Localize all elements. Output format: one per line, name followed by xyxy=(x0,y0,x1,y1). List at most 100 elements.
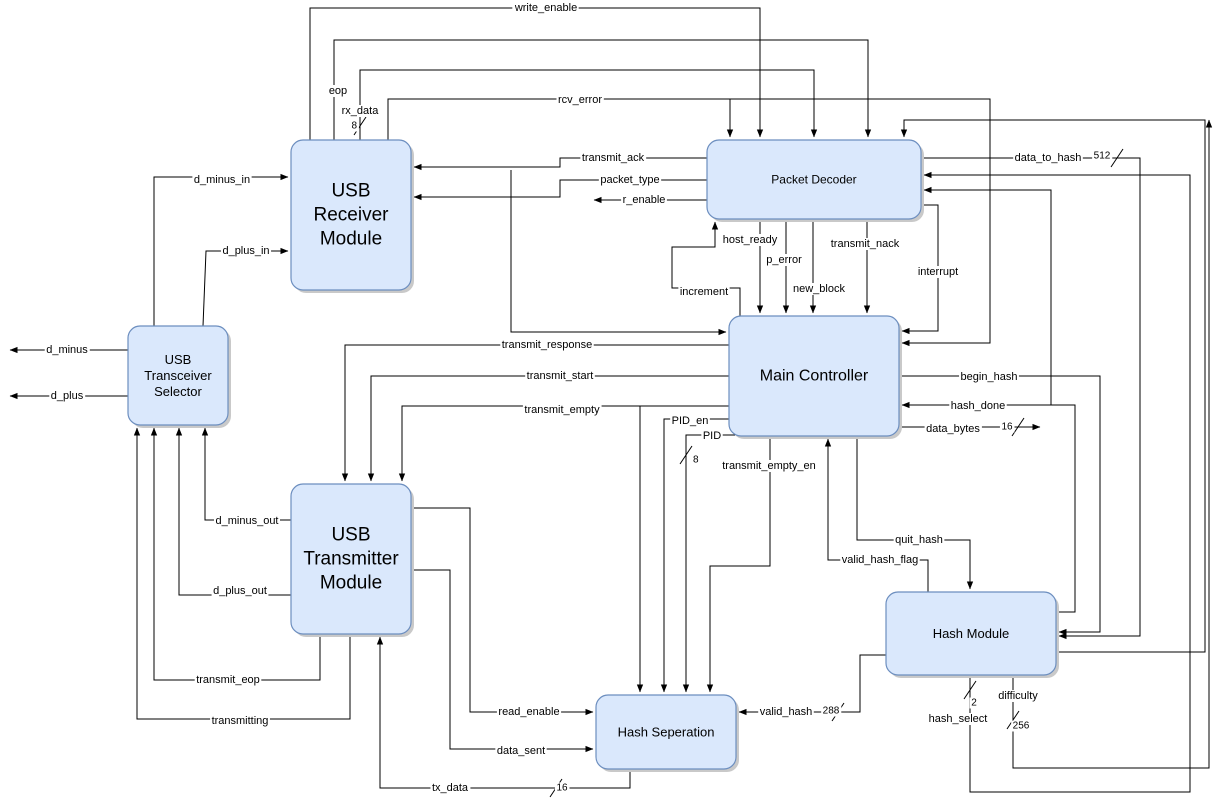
host-ready-label-text: host_ready xyxy=(723,234,778,246)
tx-data-label-text: tx_data xyxy=(432,782,469,794)
hash-separation-box xyxy=(595,694,737,770)
p-error-label-text: p_error xyxy=(766,254,802,266)
main-controller-title-line: Main Controller xyxy=(760,368,869,385)
pid-label-text: PID xyxy=(703,430,721,442)
transmit-empty-en-signal-line xyxy=(706,436,771,693)
usb-transceiver-selector-title-line: Transceiver xyxy=(144,368,212,383)
new-block-label-text: new_block xyxy=(793,283,845,295)
usb-transceiver-selector-title-line: Selector xyxy=(154,384,202,399)
hash-select-bus-slash xyxy=(963,680,977,700)
transmit-ack-branch-signal-line xyxy=(510,170,727,336)
transmit-ack-label: transmit_ack xyxy=(580,152,647,164)
transmit-empty-en-label: transmit_empty_en xyxy=(720,460,818,472)
begin-hash-label-text: begin_hash xyxy=(961,371,1018,383)
difficulty-bus-slash xyxy=(1006,710,1020,730)
rcv-error-signal-line xyxy=(387,98,991,347)
packet-type-label-text: packet_type xyxy=(600,174,659,186)
transmit-ack-signal-line xyxy=(413,157,707,171)
data-bytes-bus-width-label: 16 xyxy=(999,421,1015,433)
r-enable-label-text: r_enable xyxy=(623,194,666,206)
tx-data-bus-width-label: 16 xyxy=(554,782,570,794)
hash-done-branch-signal-line xyxy=(923,186,1052,405)
main-controller-box xyxy=(728,315,900,437)
pid-bus-slash xyxy=(679,445,693,465)
d-plus-in-label: d_plus_in xyxy=(220,245,272,257)
data-bytes-bus-width-label-text: 16 xyxy=(1001,422,1013,433)
data-to-hash-bus-width-label: 512 xyxy=(1092,150,1113,162)
usb-receiver-module-title-line: Receiver xyxy=(314,205,390,226)
rcv-error-label: rcv_error xyxy=(556,94,604,106)
hash-select-signal-line xyxy=(923,171,1191,793)
pid-bus-width-label: 8 xyxy=(691,454,701,466)
hash-module-to-decoder-signal-line xyxy=(900,119,1206,653)
d-minus-label: d_minus xyxy=(44,344,90,356)
hash-module-title-line: Hash Module xyxy=(933,626,1010,641)
hash-select-bus-width-label: 2 xyxy=(969,697,979,709)
transmit-empty-label-text: transmit_empty xyxy=(524,404,600,416)
rx-data-label-text: rx_data xyxy=(342,105,380,117)
packet-type-label: packet_type xyxy=(598,174,662,186)
increment-signal-line xyxy=(671,221,741,316)
transmit-empty-signal-line xyxy=(398,405,729,482)
usb-transmitter-module-title-line: USB xyxy=(331,525,370,546)
transmit-response-label: transmit_response xyxy=(500,339,594,351)
read-enable-label-text: read_enable xyxy=(498,706,559,718)
transmit-response-signal-line xyxy=(341,344,729,482)
rx-data-bus-slash xyxy=(353,116,367,136)
d-minus-in-label: d_minus_in xyxy=(192,174,252,186)
d-plus-out-signal-line xyxy=(175,427,291,596)
transmit-empty-en-label-text: transmit_empty_en xyxy=(722,460,816,472)
d-minus-label-text: d_minus xyxy=(46,344,88,356)
data-to-hash-label: data_to_hash xyxy=(1013,152,1083,164)
difficulty-label-text: difficulty xyxy=(998,690,1038,702)
usb-transmitter-module-title-line: Module xyxy=(320,573,382,594)
packet-decoder-box xyxy=(706,139,922,220)
hash-module-box xyxy=(885,591,1057,676)
d-plus-label-text: d_plus xyxy=(51,390,84,402)
valid-hash-flag-label: valid_hash_flag xyxy=(840,554,920,566)
quit-hash-signal-line xyxy=(856,436,974,590)
host-ready-label: host_ready xyxy=(721,234,780,246)
valid-hash-signal-line xyxy=(738,654,886,716)
data-to-hash-bus-width-label-text: 512 xyxy=(1094,151,1111,162)
data-bytes-label: data_bytes xyxy=(924,423,982,435)
write-enable-label-text: write_enable xyxy=(514,2,577,14)
new-block-label: new_block xyxy=(791,283,847,295)
tx-data-label: tx_data xyxy=(430,782,471,794)
interrupt-label: interrupt xyxy=(916,266,960,278)
r-enable-label: r_enable xyxy=(621,194,667,206)
p-error-label: p_error xyxy=(764,254,804,266)
d-plus-in-signal-line xyxy=(202,247,289,327)
data-bytes-label-text: data_bytes xyxy=(926,423,980,435)
usb-transmitter-module-box xyxy=(290,483,412,635)
difficulty-bus-width-label-text: 256 xyxy=(1013,721,1030,732)
transmit-empty-label: transmit_empty xyxy=(522,404,602,416)
transmitting-label: transmitting xyxy=(210,715,270,727)
hash-separation: Hash Seperation xyxy=(595,694,739,772)
write-enable-signal-line xyxy=(309,7,764,140)
difficulty-bus-width-label: 256 xyxy=(1011,720,1032,732)
read-enable-signal-line xyxy=(414,507,594,716)
pid-en-label: PID_en xyxy=(670,415,710,427)
data-bytes-bus-slash xyxy=(1011,417,1025,437)
d-minus-in-label-text: d_minus_in xyxy=(194,174,250,186)
tx-data-signal-line xyxy=(376,636,631,789)
valid-hash-flag-signal-line xyxy=(824,438,929,592)
pid-label: PID xyxy=(701,430,723,442)
transmitting-label-text: transmitting xyxy=(212,715,269,727)
hash-module: Hash Module xyxy=(885,591,1059,678)
quit-hash-label-text: quit_hash xyxy=(895,534,943,546)
d-plus-in-label-text: d_plus_in xyxy=(222,245,269,257)
packet-decoder-title-line: Packet Decoder xyxy=(771,173,856,187)
data-to-hash-signal-line xyxy=(921,157,1141,640)
rcv-error-label-text: rcv_error xyxy=(558,94,602,106)
tx-data-bus-width-label-text: 16 xyxy=(556,783,568,794)
transmit-nack-label: transmit_nack xyxy=(829,238,902,250)
write-enable-label: write_enable xyxy=(512,2,579,14)
hash-select-label-text: hash_select xyxy=(929,713,988,725)
rx-data-bus-width-label: 8 xyxy=(349,120,359,132)
rx-data-label: rx_data xyxy=(340,105,381,117)
